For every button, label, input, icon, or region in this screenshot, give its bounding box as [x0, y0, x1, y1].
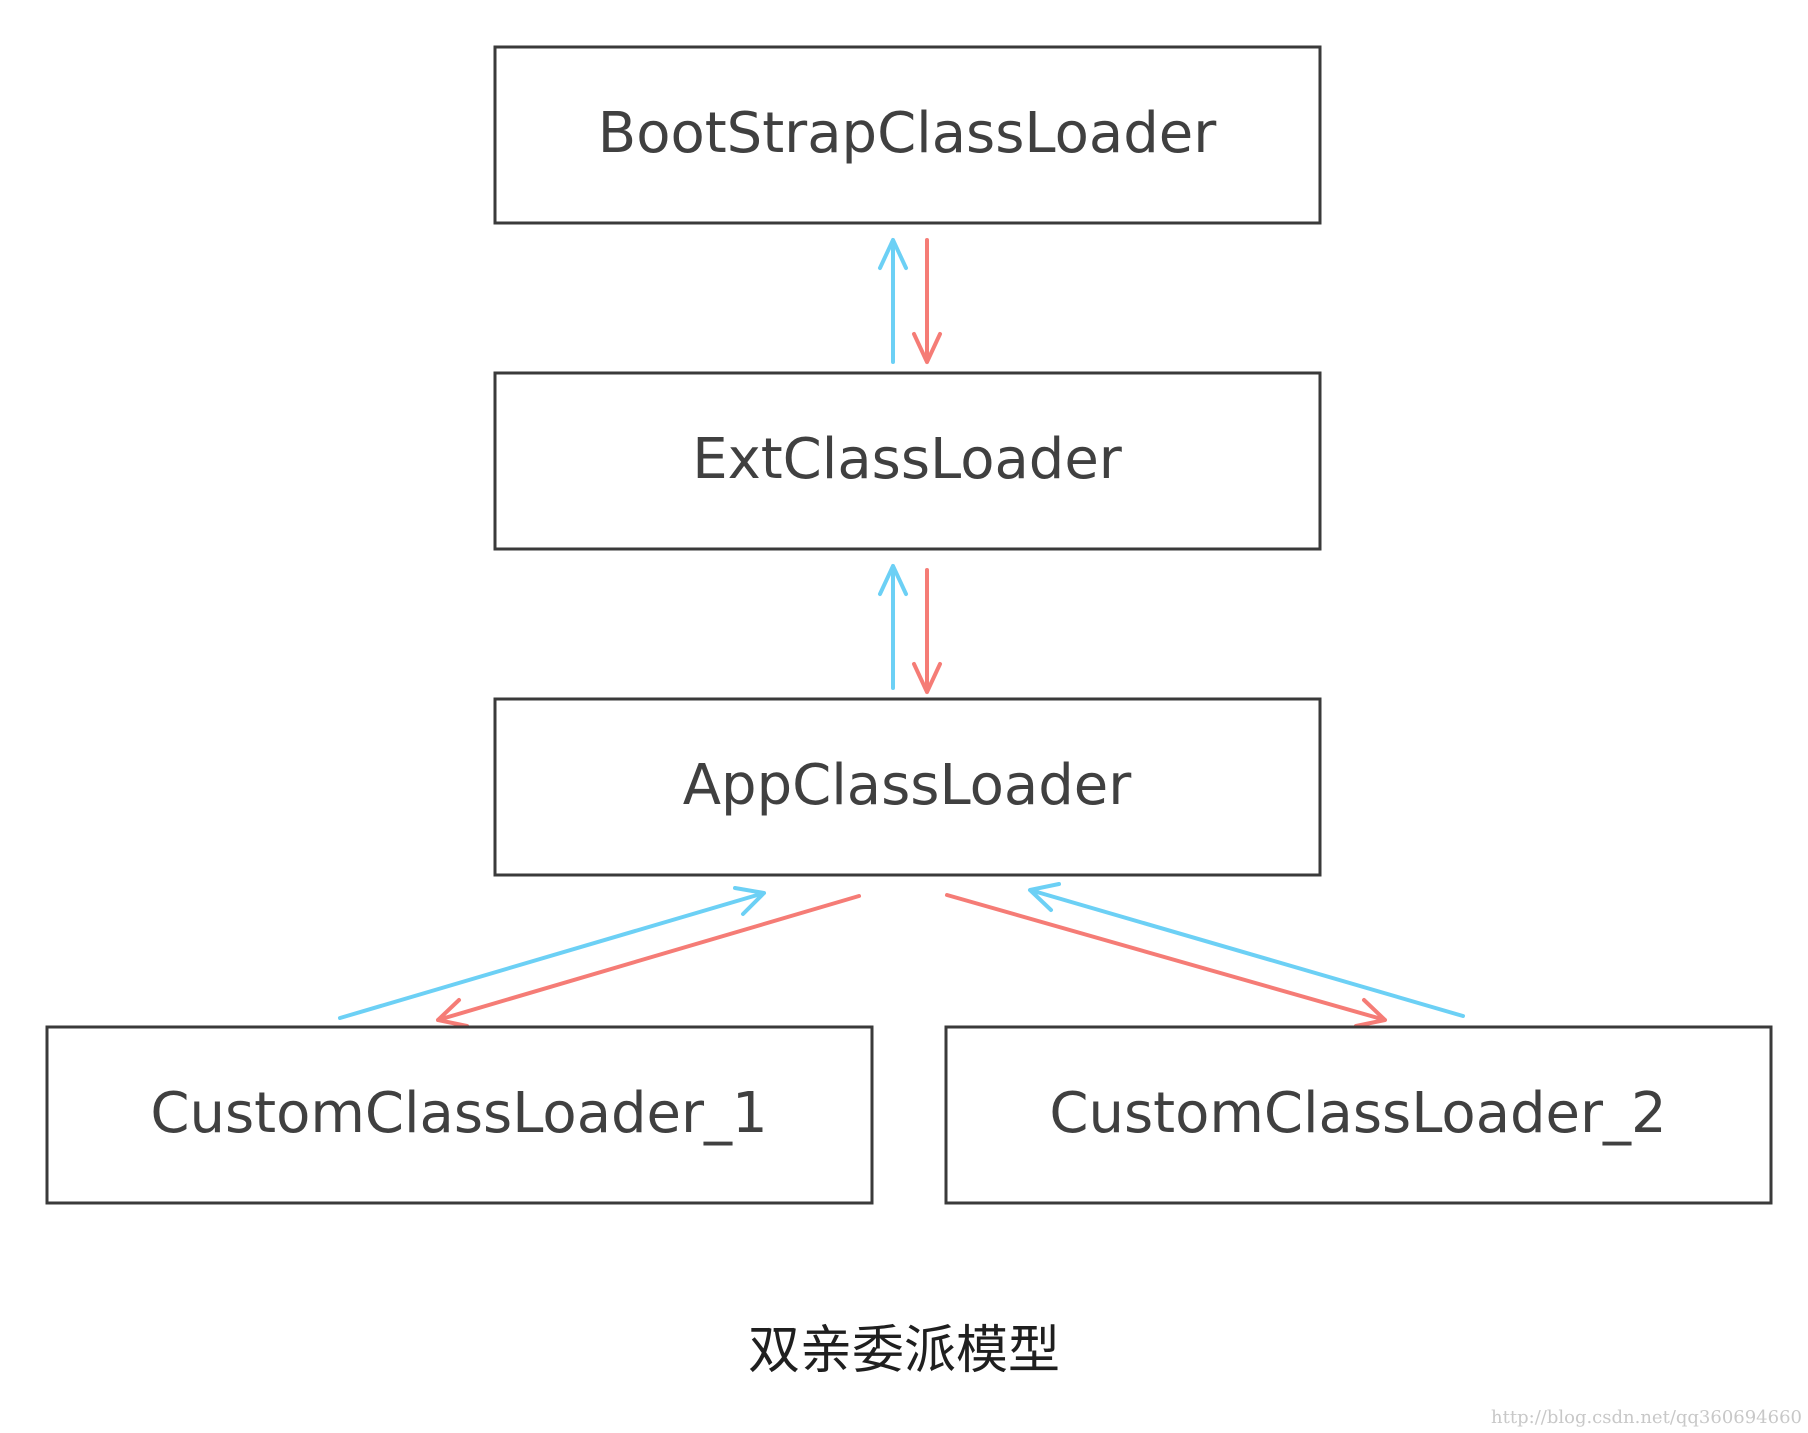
node-box-ext	[493, 371, 1322, 551]
edge-custom2-to-app	[1028, 882, 1465, 1018]
node-box-app	[493, 697, 1322, 877]
node-label-ext: ExtClassLoader	[692, 427, 1123, 492]
node-box-bootstrap	[493, 45, 1322, 225]
edge-app-to-ext	[878, 564, 908, 690]
node-custom1: CustomClassLoader_1	[45, 1025, 874, 1205]
node-box-custom2	[944, 1025, 1773, 1205]
node-bootstrap: BootStrapClassLoader	[493, 45, 1322, 225]
node-app: AppClassLoader	[493, 697, 1322, 877]
watermark-text: http://blog.csdn.net/qq360694660	[1491, 1407, 1802, 1428]
edge-ext-to-app	[912, 568, 942, 694]
edge-app-to-custom1	[436, 894, 861, 1028]
edge-app-to-custom2	[945, 893, 1387, 1028]
diagram-caption: 双亲委派模型	[748, 1321, 1060, 1381]
edge-bootstrap-to-ext	[912, 238, 942, 364]
edge-custom1-to-app	[338, 886, 766, 1020]
node-box-custom1	[45, 1025, 874, 1205]
edge-ext-to-bootstrap	[878, 238, 908, 364]
node-label-custom1: CustomClassLoader_1	[150, 1081, 767, 1146]
node-label-app: AppClassLoader	[683, 753, 1133, 818]
node-label-custom2: CustomClassLoader_2	[1049, 1081, 1666, 1146]
node-custom2: CustomClassLoader_2	[944, 1025, 1773, 1205]
edges-layer	[338, 238, 1465, 1028]
node-label-bootstrap: BootStrapClassLoader	[598, 101, 1217, 166]
node-ext: ExtClassLoader	[493, 371, 1322, 551]
